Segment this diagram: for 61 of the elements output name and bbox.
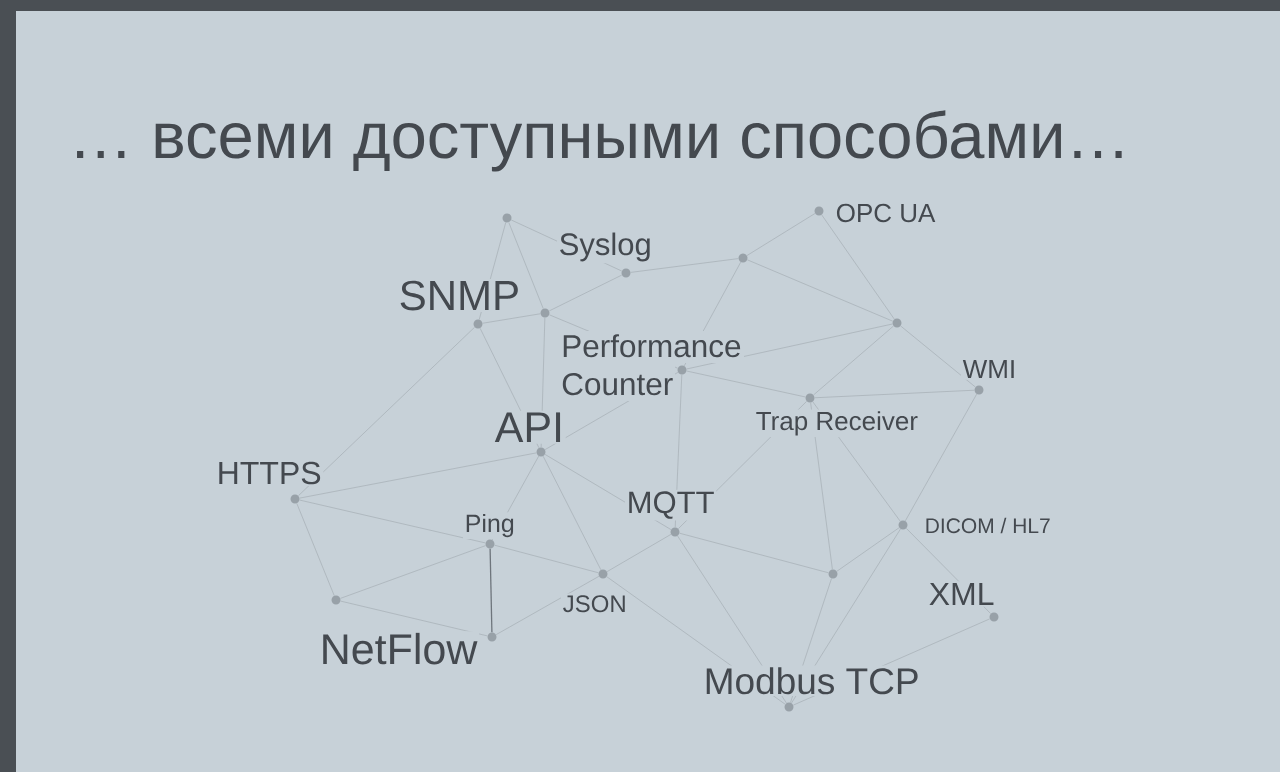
connector-line	[814, 389, 975, 399]
connector-line	[905, 527, 992, 615]
node-label: Syslog	[560, 232, 650, 262]
connector-line	[606, 576, 786, 705]
node-label: XML	[929, 583, 994, 605]
connector-line	[340, 545, 486, 599]
connector-line	[548, 314, 679, 369]
connector-line	[489, 548, 493, 633]
connector-line	[296, 502, 335, 597]
node-label: Ping	[466, 513, 514, 538]
connector-line	[340, 600, 488, 637]
connector-line	[482, 313, 541, 324]
connector-line	[677, 535, 787, 704]
connector-line	[495, 575, 600, 636]
connector-line	[792, 618, 991, 706]
node-label: Modbus TCP	[706, 667, 918, 695]
connector-line	[683, 261, 742, 367]
node-label: NetFlow	[323, 632, 478, 665]
connector-line	[544, 371, 679, 451]
node-label: SNMP	[400, 280, 518, 311]
connector-line	[821, 214, 895, 320]
connector-line	[494, 544, 599, 574]
connector-line	[491, 455, 540, 541]
connector-line	[479, 327, 540, 449]
connector-line	[810, 402, 833, 570]
connector-line	[900, 325, 976, 388]
connector-line	[686, 323, 893, 370]
connector-line	[542, 455, 602, 571]
connector-line	[299, 452, 537, 499]
connector-line	[548, 274, 623, 312]
connector-line	[606, 533, 672, 573]
connector-line	[540, 317, 546, 448]
connector-line	[630, 258, 739, 273]
connector-line	[790, 578, 832, 703]
connector-line	[478, 222, 507, 320]
connector-line	[299, 499, 486, 544]
node-label: API	[494, 412, 561, 442]
connector-line	[812, 401, 901, 522]
connector-line	[298, 326, 475, 497]
connector-line	[674, 374, 683, 528]
node-label: JSON	[563, 595, 625, 613]
connector-line	[679, 532, 829, 574]
connector-line	[746, 213, 816, 256]
connector-line	[677, 400, 808, 530]
slide-title: … всеми доступными способами…	[77, 110, 1122, 172]
connector-line	[544, 454, 672, 530]
connector-line	[686, 370, 806, 398]
connector-line	[836, 527, 900, 572]
connector-line	[510, 219, 623, 272]
connector-line	[508, 221, 544, 310]
node-label: MQTT	[629, 491, 714, 519]
connector-line	[904, 393, 978, 522]
connector-line	[746, 259, 894, 322]
connector-line	[791, 528, 901, 704]
node-label: Trap Receiver	[756, 411, 918, 436]
connector-line	[813, 325, 894, 396]
node-label: WMI	[962, 360, 1014, 378]
node-label: DICOM / HL7	[926, 517, 1050, 534]
node-label: Performance Counter	[562, 334, 741, 396]
node-label: HTTPS	[219, 461, 321, 485]
node-label: OPC UA	[836, 203, 936, 223]
